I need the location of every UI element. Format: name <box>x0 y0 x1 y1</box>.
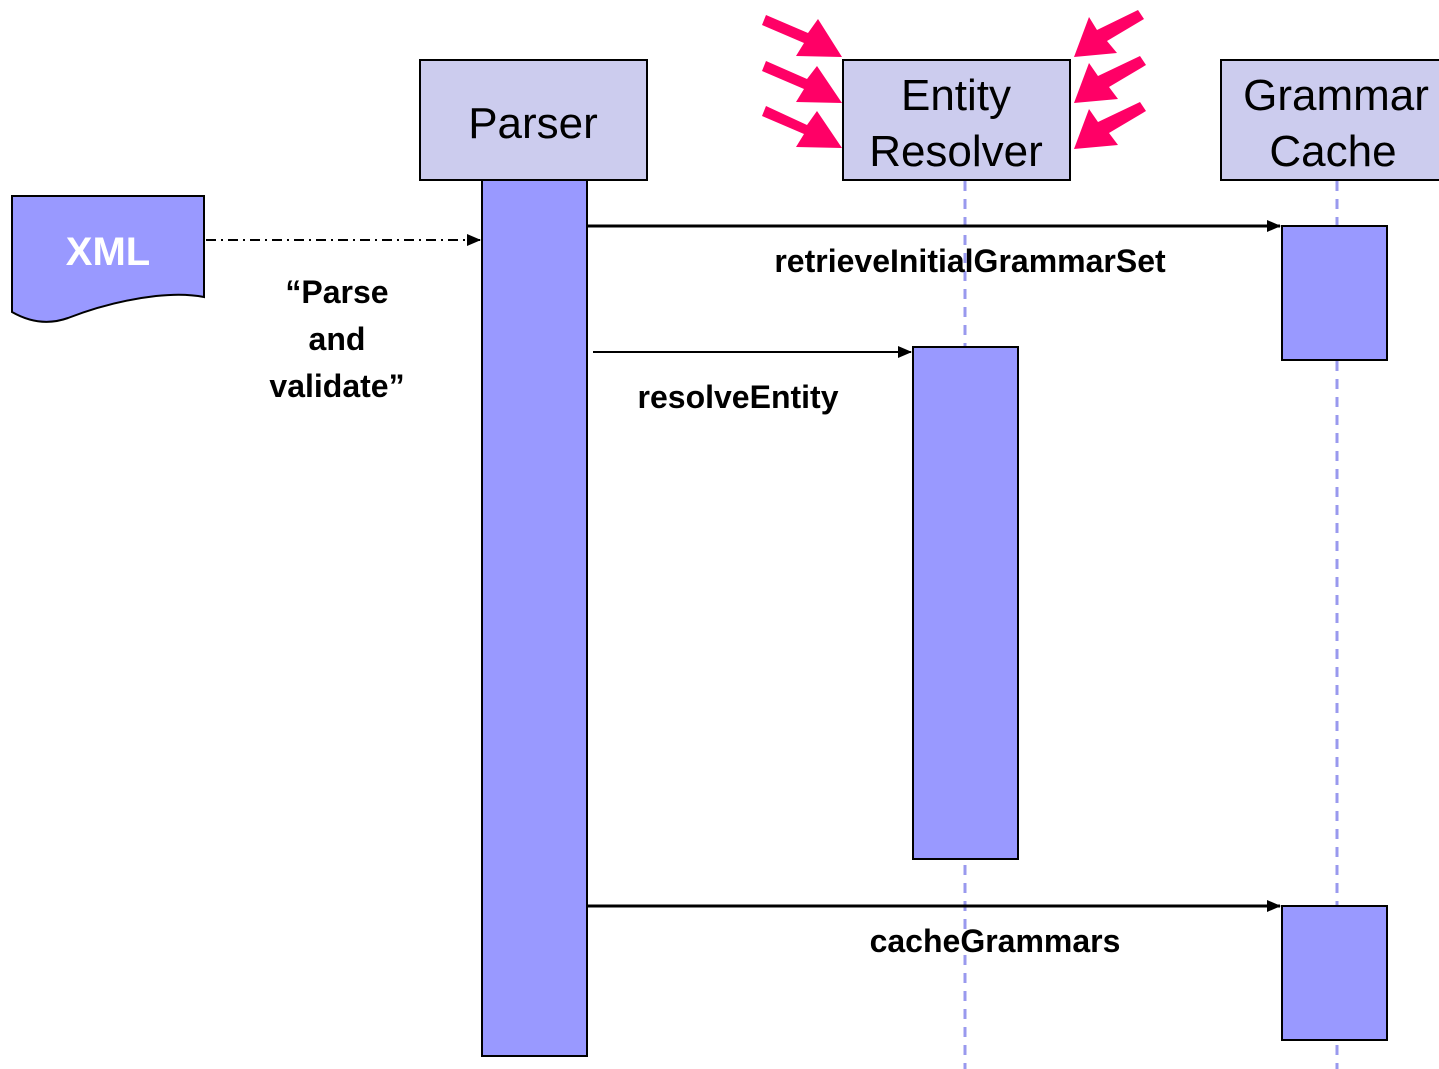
document-icon <box>11 195 205 323</box>
participant-parser: Parser <box>419 59 648 181</box>
parse-label-line1: “Parse <box>285 274 388 310</box>
entity-resolver-label-line2: Resolver <box>869 127 1043 176</box>
resolve-entity-label: resolveEntity <box>638 379 839 415</box>
parser-activation <box>481 179 588 1057</box>
participant-grammar-cache: Grammar Cache <box>1220 59 1439 181</box>
highlight-arrow-icon <box>1074 56 1146 103</box>
grammar-cache-label-line2: Cache <box>1269 127 1396 176</box>
highlight-arrow-icon <box>762 106 842 148</box>
parse-label-line2: and <box>309 321 366 357</box>
entity-resolver-activation <box>912 346 1019 860</box>
grammar-cache-activation-cache <box>1281 905 1388 1041</box>
highlight-arrows <box>762 10 1146 149</box>
participant-entity-resolver: Entity Resolver <box>842 59 1071 181</box>
highlight-arrow-icon <box>762 15 842 57</box>
grammar-cache-label-line1: Grammar <box>1243 71 1429 120</box>
highlight-arrow-icon <box>1074 10 1144 57</box>
xml-label: XML <box>66 230 150 274</box>
parser-label: Parser <box>468 99 598 148</box>
highlight-arrow-icon <box>1074 102 1146 149</box>
cache-grammars-label: cacheGrammars <box>870 923 1121 959</box>
parse-label-line3: validate” <box>269 368 404 404</box>
retrieve-grammar-label: retrieveInitialGrammarSet <box>774 243 1166 279</box>
grammar-cache-activation-retrieve <box>1281 225 1388 361</box>
highlight-arrow-icon <box>762 61 842 103</box>
xml-document: XML <box>11 195 205 323</box>
entity-resolver-label-line1: Entity <box>901 71 1011 120</box>
